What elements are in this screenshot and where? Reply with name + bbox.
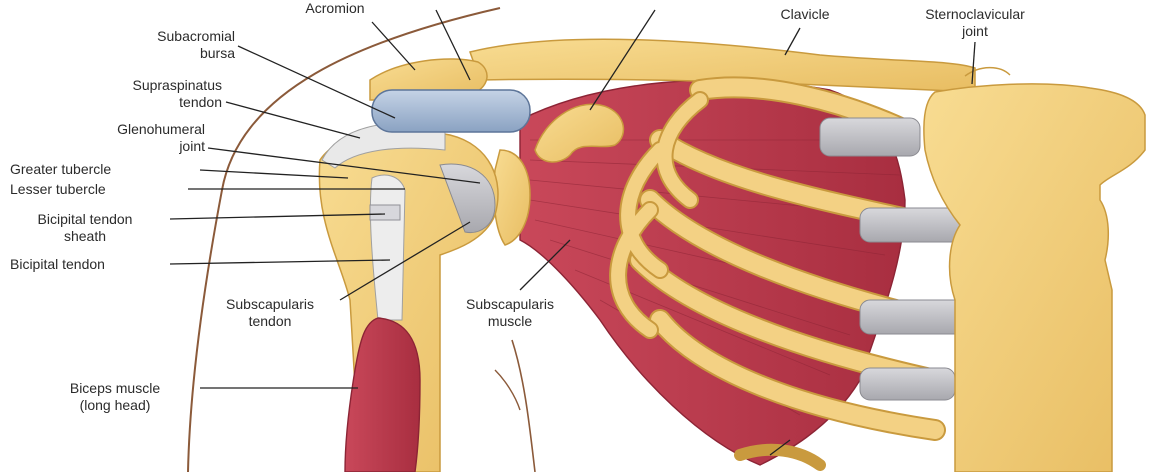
label-clavicle: Clavicle bbox=[760, 6, 850, 23]
label-biceps-muscle: Biceps muscle (long head) bbox=[40, 380, 190, 414]
label-acromion-text: Acromion bbox=[285, 0, 385, 17]
subacromial-bursa-shape bbox=[372, 90, 530, 132]
label-lesser-tubercle: Lesser tubercle bbox=[10, 181, 106, 198]
label-subacromial-bursa-line2: bursa bbox=[120, 45, 235, 62]
lower-rib-fragment bbox=[740, 450, 820, 465]
label-sternoclavicular-joint-line2: joint bbox=[905, 23, 1045, 40]
label-sternoclavicular-joint-line1: Sternoclavicular bbox=[905, 6, 1045, 23]
label-bicipital-tendon-text: Bicipital tendon bbox=[10, 256, 105, 273]
label-subacromial-bursa: Subacromial bursa bbox=[120, 28, 235, 62]
label-biceps-muscle-line1: Biceps muscle bbox=[40, 380, 190, 397]
label-glenohumeral-joint-line2: joint bbox=[60, 138, 205, 155]
label-subscapularis-tendon: Subscapularis tendon bbox=[200, 296, 340, 330]
label-acromion: Acromion bbox=[285, 0, 385, 17]
label-lesser-tubercle-text: Lesser tubercle bbox=[10, 181, 106, 198]
label-sternoclavicular-joint: Sternoclavicular joint bbox=[905, 6, 1045, 40]
skin-outline-axilla bbox=[495, 370, 520, 410]
label-subscapularis-muscle: Subscapularis muscle bbox=[440, 296, 580, 330]
skin-outline-inner bbox=[512, 340, 535, 472]
label-subscapularis-muscle-line1: Subscapularis bbox=[440, 296, 580, 313]
label-subscapularis-muscle-line2: muscle bbox=[440, 313, 580, 330]
label-bicipital-tendon-sheath-line2: sheath bbox=[5, 228, 165, 245]
label-supraspinatus-tendon-line2: tendon bbox=[90, 94, 222, 111]
label-supraspinatus-tendon-line1: Supraspinatus bbox=[90, 77, 222, 94]
label-greater-tubercle: Greater tubercle bbox=[10, 161, 111, 178]
label-greater-tubercle-text: Greater tubercle bbox=[10, 161, 111, 178]
label-bicipital-tendon: Bicipital tendon bbox=[10, 256, 105, 273]
label-bicipital-tendon-sheath-line1: Bicipital tendon bbox=[5, 211, 165, 228]
label-subacromial-bursa-line1: Subacromial bbox=[120, 28, 235, 45]
label-clavicle-text: Clavicle bbox=[760, 6, 850, 23]
label-glenohumeral-joint-line1: Glenohumeral bbox=[60, 121, 205, 138]
bicipital-sheath-shape bbox=[370, 205, 400, 220]
label-biceps-muscle-line2: (long head) bbox=[40, 397, 190, 414]
label-subscapularis-tendon-line2: tendon bbox=[200, 313, 340, 330]
label-glenohumeral-joint: Glenohumeral joint bbox=[60, 121, 205, 155]
sternum-bone bbox=[924, 84, 1145, 472]
label-bicipital-tendon-sheath: Bicipital tendon sheath bbox=[5, 211, 165, 245]
label-subscapularis-tendon-line1: Subscapularis bbox=[200, 296, 340, 313]
label-supraspinatus-tendon: Supraspinatus tendon bbox=[90, 77, 222, 111]
bicipital-tendon-shape bbox=[370, 175, 405, 320]
